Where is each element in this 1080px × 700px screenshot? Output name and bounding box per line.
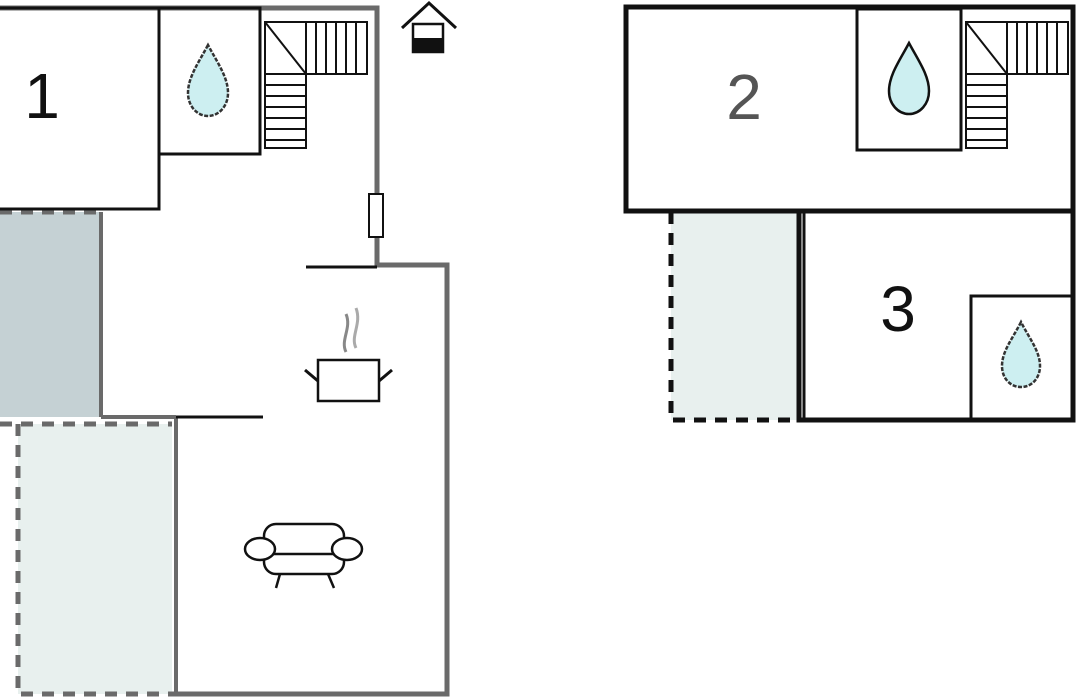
bathroom-room-2: [855, 7, 963, 152]
room-3-label: 3: [880, 273, 916, 345]
water-drop-icon: [1000, 319, 1042, 389]
terrace-right: [671, 212, 799, 420]
armchair-icon: [243, 522, 364, 589]
room-3: [802, 209, 1075, 422]
door-icon: [368, 193, 384, 238]
right-floor-plan: 2 3: [623, 4, 1076, 423]
bathroom-room-3: [969, 294, 1075, 422]
outer-wall: [0, 5, 450, 697]
cooking-pot-icon: [304, 307, 393, 403]
covered-area: [0, 212, 101, 417]
house-entrance-icon: [400, 0, 458, 54]
terrace-left: [18, 424, 172, 694]
room-1-label: 1: [24, 60, 60, 132]
staircase-icon: [965, 21, 1069, 149]
water-drop-icon: [887, 40, 931, 116]
room-2-label: 2: [726, 61, 762, 133]
staircase-icon: [264, 21, 368, 149]
terrace-dashed-edge: [0, 209, 172, 697]
terrace-dashed-edge: [668, 212, 799, 423]
water-drop-icon: [186, 42, 230, 118]
left-floor-plan: 1: [0, 0, 458, 697]
bathroom-left: [157, 6, 262, 156]
